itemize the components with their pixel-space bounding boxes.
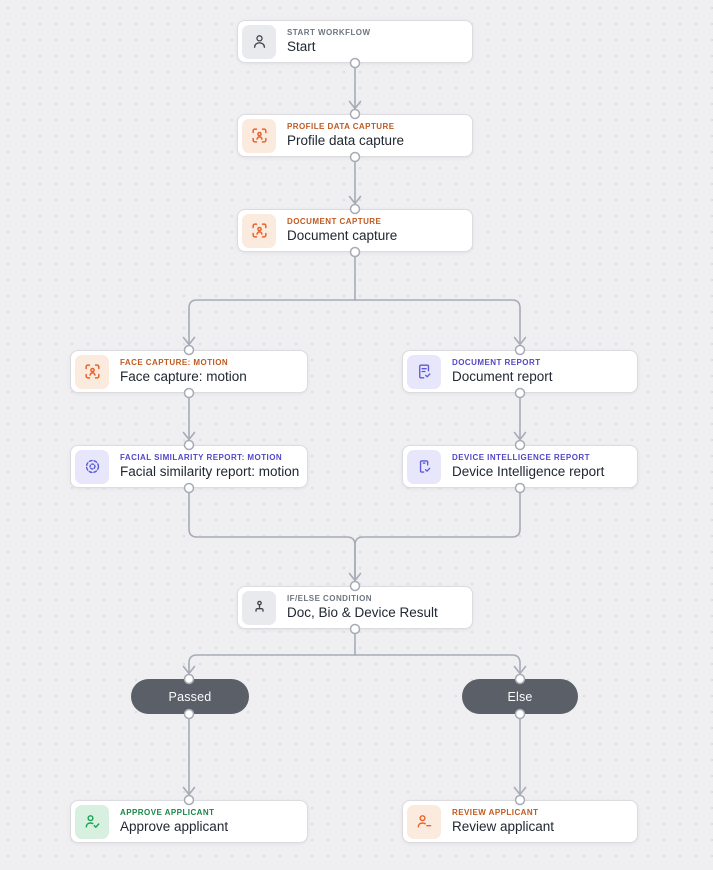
node-title: Facial similarity report: motion [120, 464, 300, 480]
node-if-else-condition[interactable]: IF/ELSE CONDITION Doc, Bio & Device Resu… [237, 586, 473, 629]
node-face-capture-motion[interactable]: FACE CAPTURE: MOTION Face capture: motio… [70, 350, 308, 393]
node-category-label: DOCUMENT CAPTURE [287, 217, 382, 227]
node-facial-similarity-report-motion[interactable]: FACIAL SIMILARITY REPORT: MOTION Facial … [70, 445, 308, 488]
node-category-label: DEVICE INTELLIGENCE REPORT [452, 453, 590, 463]
capture-scan-icon [75, 354, 109, 389]
node-category-label: FACE CAPTURE: MOTION [120, 358, 229, 368]
node-title: Profile data capture [287, 133, 405, 149]
node-category-label: IF/ELSE CONDITION [287, 594, 372, 604]
person-minus-icon [407, 804, 441, 839]
branch-pill-passed[interactable]: Passed [131, 679, 249, 714]
node-document-report[interactable]: DOCUMENT REPORT Document report [402, 350, 638, 393]
node-category-label: REVIEW APPLICANT [452, 808, 539, 818]
branch-pill-else[interactable]: Else [462, 679, 578, 714]
node-category-label: FACIAL SIMILARITY REPORT: MOTION [120, 453, 283, 463]
node-title: Device Intelligence report [452, 464, 605, 480]
person-icon [242, 24, 276, 59]
node-title: Face capture: motion [120, 369, 247, 385]
node-document-capture[interactable]: DOCUMENT CAPTURE Document capture [237, 209, 473, 252]
node-title: Approve applicant [120, 819, 229, 835]
person-check-icon [75, 804, 109, 839]
node-profile-data-capture[interactable]: PROFILE DATA CAPTURE Profile data captur… [237, 114, 473, 157]
node-review-applicant[interactable]: REVIEW APPLICANT Review applicant [402, 800, 638, 843]
branch-pill-label: Else [507, 689, 533, 704]
face-scan-circle-icon [75, 449, 109, 484]
node-approve-applicant[interactable]: APPROVE APPLICANT Approve applicant [70, 800, 308, 843]
node-category-label: START WORKFLOW [287, 28, 371, 38]
node-category-label: DOCUMENT REPORT [452, 358, 541, 368]
node-title: Doc, Bio & Device Result [287, 605, 438, 621]
capture-scan-icon [242, 118, 276, 153]
device-check-icon [407, 449, 441, 484]
branch-pill-label: Passed [168, 689, 212, 704]
branch-icon [242, 590, 276, 625]
node-category-label: APPROVE APPLICANT [120, 808, 215, 818]
capture-scan-icon [242, 213, 276, 248]
node-title: Start [287, 39, 316, 55]
node-title: Document capture [287, 228, 398, 244]
node-start-workflow[interactable]: START WORKFLOW Start [237, 20, 473, 63]
node-device-intelligence-report[interactable]: DEVICE INTELLIGENCE REPORT Device Intell… [402, 445, 638, 488]
node-category-label: PROFILE DATA CAPTURE [287, 122, 395, 132]
document-check-icon [407, 354, 441, 389]
node-title: Document report [452, 369, 553, 385]
node-title: Review applicant [452, 819, 555, 835]
